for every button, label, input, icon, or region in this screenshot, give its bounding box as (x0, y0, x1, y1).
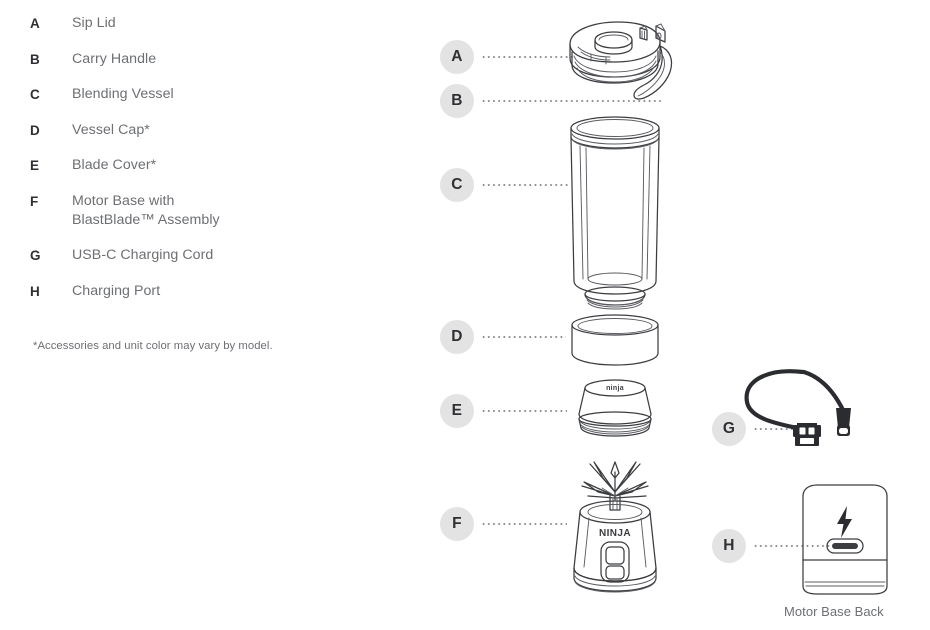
motor-base-pulse-button (605, 565, 625, 580)
usb-a-connector (793, 423, 821, 446)
callout-badge-a[interactable]: A (440, 40, 474, 74)
legend-letter-b: B (30, 51, 40, 67)
legend-item-f: F Motor Base with BlastBlade™ Assembly (30, 192, 400, 230)
legend-letter-h: H (30, 283, 40, 299)
motor-base-power-button (605, 546, 625, 565)
usb-c-connector (836, 408, 851, 436)
legend-item-c: C Blending Vessel (30, 85, 400, 104)
blastblade-assembly (581, 461, 649, 511)
blending-vessel-illustration (570, 116, 660, 310)
legend-item-h: H Charging Port (30, 282, 400, 301)
legend-letter-c: C (30, 87, 40, 102)
callout-badge-g[interactable]: G (712, 412, 746, 446)
legend-item-b: B Carry Handle (30, 50, 400, 69)
legend-label-f-line1: Motor Base with (72, 192, 175, 209)
leader-line-e (481, 410, 567, 412)
lightning-bolt-icon (837, 506, 852, 538)
blade-cover-brand-text: ninja (606, 385, 624, 392)
leader-line-a (481, 56, 576, 58)
sip-lid-illustration (569, 21, 673, 100)
leader-line-h (753, 545, 833, 547)
leader-line-f (481, 523, 567, 525)
leader-line-c (481, 184, 569, 186)
legend-letter-d: D (30, 122, 40, 138)
legend-label-e: Blade Cover* (72, 157, 157, 173)
legend-letter-g: G (30, 248, 41, 263)
legend-label-f-line2: BlastBlade™ Assembly (72, 211, 220, 228)
legend-label-g: USB-C Charging Cord (72, 247, 214, 263)
callout-badge-e[interactable]: E (440, 394, 474, 428)
legend-item-a: A Sip Lid (30, 14, 400, 33)
legend-item-d: D Vessel Cap* (30, 121, 400, 140)
legend-label-c: Blending Vessel (72, 86, 174, 102)
charging-port-icon (826, 538, 864, 554)
parts-legend: A Sip Lid B Carry Handle C Blending Vess… (30, 14, 400, 317)
legend-item-g: G USB-C Charging Cord (30, 246, 400, 265)
legend-letter-e: E (30, 158, 40, 173)
leader-line-g (753, 428, 812, 430)
blade-cover-illustration: ninja (578, 379, 652, 437)
vessel-cap-illustration (571, 314, 659, 366)
legend-letter-f: F (30, 193, 39, 209)
callout-badge-h[interactable]: H (712, 529, 746, 563)
usb-c-charging-cord-illustration (744, 369, 851, 446)
motor-base-illustration: NINJA (573, 461, 657, 593)
legend-label-b: Carry Handle (72, 50, 157, 67)
legend-label-d: Vessel Cap* (72, 121, 150, 138)
leader-line-d (481, 336, 566, 338)
legend-footnote: *Accessories and unit color may vary by … (33, 340, 273, 352)
callout-badge-f[interactable]: F (440, 507, 474, 541)
callout-badge-d[interactable]: D (440, 320, 474, 354)
leader-line-b (481, 100, 663, 102)
legend-label-h: Charging Port (72, 282, 161, 299)
callout-badge-b[interactable]: B (440, 84, 474, 118)
legend-label-f: Motor Base with BlastBlade™ Assembly (72, 192, 220, 230)
legend-item-e: E Blade Cover* (30, 156, 400, 175)
motor-base-back-illustration (802, 484, 888, 595)
motor-base-back-caption: Motor Base Back (784, 604, 884, 619)
legend-letter-a: A (30, 16, 40, 31)
legend-label-a: Sip Lid (72, 15, 116, 31)
motor-base-brand-text: NINJA (599, 528, 631, 539)
callout-badge-c[interactable]: C (440, 168, 474, 202)
